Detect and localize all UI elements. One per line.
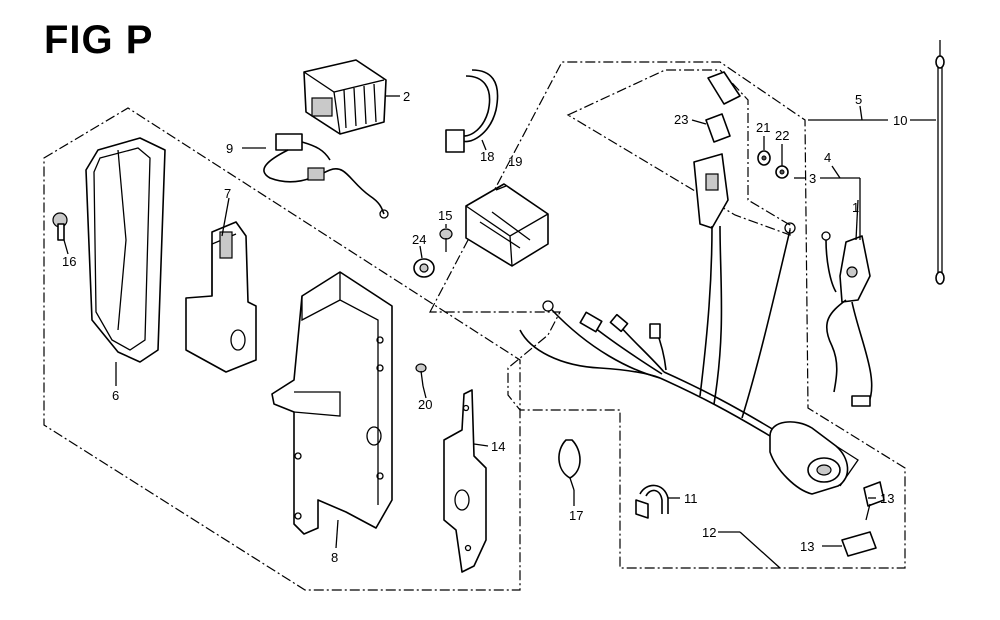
part-16-bolt xyxy=(52,212,68,241)
callout-11: 11 xyxy=(684,491,698,506)
part-6-cover xyxy=(85,137,166,363)
part-10-rod xyxy=(935,40,945,285)
leader-lines xyxy=(63,95,936,569)
callout-10: 10 xyxy=(893,113,907,128)
part-23-fuse xyxy=(693,71,741,229)
part-11-clip xyxy=(635,484,669,519)
callout-23: 23 xyxy=(674,112,688,127)
part-9-sub-harness xyxy=(263,133,389,219)
part-18-clamp xyxy=(445,69,499,153)
callout-4: 4 xyxy=(824,150,831,165)
callout-14: 14 xyxy=(491,439,505,454)
callout-20: 20 xyxy=(418,397,432,412)
callout-7: 7 xyxy=(224,186,231,201)
callout-9: 9 xyxy=(226,141,233,156)
part-1-switch xyxy=(821,231,873,407)
part-19-block xyxy=(465,183,549,267)
figure-title: FIG P xyxy=(44,18,154,62)
part-21-washer xyxy=(757,150,771,166)
part-15-bolt xyxy=(439,228,453,252)
callout-6: 6 xyxy=(112,388,119,403)
part-20-screw xyxy=(415,363,427,387)
callout-2: 2 xyxy=(403,89,410,104)
callout-19: 19 xyxy=(508,154,522,169)
part-12-main-harness xyxy=(519,222,796,437)
group-outlines xyxy=(43,61,906,591)
part-17-tie xyxy=(558,439,581,491)
callout-labels: 2 9 7 16 6 8 20 14 18 19 15 24 17 11 12 … xyxy=(62,89,907,565)
callout-22: 22 xyxy=(775,128,789,143)
callout-5: 5 xyxy=(855,92,862,107)
callout-16: 16 xyxy=(62,254,76,269)
callout-18: 18 xyxy=(480,149,494,164)
part-14-plate xyxy=(443,389,487,573)
part-24-nut xyxy=(413,258,435,278)
callout-15: 15 xyxy=(438,208,452,223)
part-8-panel xyxy=(271,271,393,535)
callout-24: 24 xyxy=(412,232,426,247)
part-2-regulator xyxy=(303,59,387,135)
ignition-switch xyxy=(769,421,859,495)
callout-12: 12 xyxy=(702,525,716,540)
callout-3: 3 xyxy=(809,171,816,186)
callout-17: 17 xyxy=(569,508,583,523)
part-22-washer xyxy=(775,165,789,179)
callout-8: 8 xyxy=(331,550,338,565)
callout-13-lower: 13 xyxy=(800,539,814,554)
callout-1: 1 xyxy=(852,200,859,215)
callout-13-upper: 13 xyxy=(880,491,894,506)
part-13-terminal-lower xyxy=(841,531,877,557)
callout-21: 21 xyxy=(756,120,770,135)
part-13-terminal-upper xyxy=(863,481,885,521)
part-7-bracket xyxy=(185,221,257,373)
